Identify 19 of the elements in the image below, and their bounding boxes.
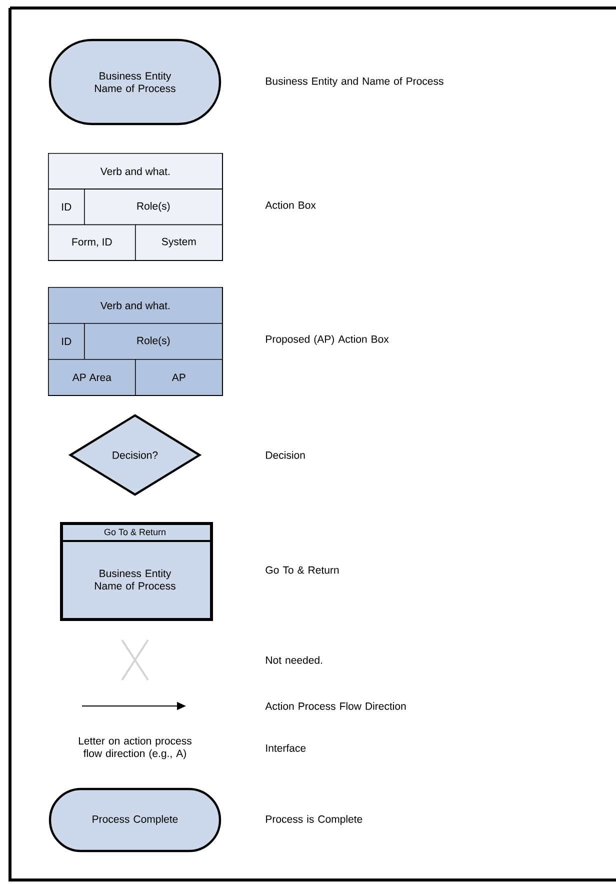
table-cell: ID [48, 323, 85, 360]
table-cell: ID [48, 188, 85, 226]
description-text: Not needed. [266, 656, 322, 664]
table-cell: System [135, 224, 223, 261]
action-box [48, 153, 223, 261]
action-box [48, 287, 223, 396]
header-text: Go To & Return [104, 528, 166, 536]
description-text: Action Process Flow Direction [265, 702, 406, 710]
description-text: Go To & Return [266, 566, 339, 574]
description-text: Process is Complete [266, 815, 362, 825]
body-text: Business Entity Name of Process [95, 569, 176, 590]
note-text: Letter on action process flow direction (e.g., A) [78, 736, 192, 760]
description-text: Decision [266, 451, 305, 459]
description-text: Action Box [265, 201, 316, 209]
go-to-box [60, 522, 213, 621]
description-text: Interface [266, 744, 306, 752]
description-text: Proposed (AP) Action Box [266, 335, 389, 345]
table-cell: AP [135, 359, 223, 396]
description-text: Business Entity and Name of Process [266, 77, 444, 87]
